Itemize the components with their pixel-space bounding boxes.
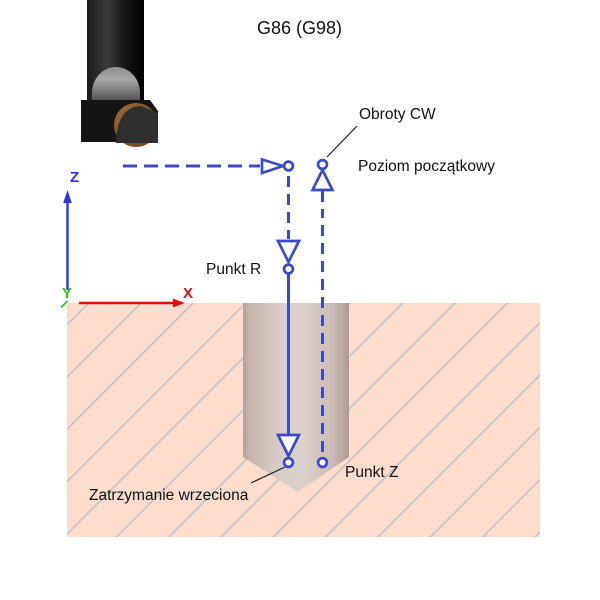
arrow-up-icon [310, 166, 335, 192]
x-axis-label: X [183, 285, 194, 302]
x-axis-arrow-icon [173, 298, 185, 308]
initial-point-left-marker [282, 160, 295, 172]
bored-hole [243, 303, 349, 492]
coordinate-system [60, 190, 185, 309]
label-punkt-z: Punkt Z [345, 464, 399, 481]
label-obroty-cw: Obroty CW [359, 106, 436, 123]
y-axis-tick [60, 300, 69, 309]
z-axis-label: Z [70, 169, 80, 186]
point-z-marker [316, 456, 329, 469]
tool-path [123, 157, 335, 469]
label-punkt-r: Punkt R [206, 261, 262, 278]
label-poziom-poczatkowy: Poziom początkowy [358, 158, 495, 175]
zatrzymanie-leader-line [250, 466, 286, 484]
label-zatrzymanie-wrzeciona: Zatrzymanie wrzeciona [89, 487, 249, 504]
spindle-stop-marker [282, 456, 295, 469]
z-axis-arrow-icon [63, 190, 72, 203]
arrow-down-icon [275, 239, 302, 266]
tool-milled-flat [92, 67, 140, 103]
diagram-title: G86 (G98) [257, 18, 343, 38]
spindle-rotation-marker [316, 158, 329, 171]
point-r-marker [282, 263, 295, 275]
y-axis-label: Y [62, 285, 73, 302]
tool-insert [116, 106, 158, 143]
workpiece-material [67, 303, 540, 537]
obroty-cw-leader-line [326, 125, 358, 158]
arrow-right-icon [260, 157, 288, 175]
arrow-down-icon [275, 433, 302, 460]
boring-tool-image [81, 0, 158, 147]
